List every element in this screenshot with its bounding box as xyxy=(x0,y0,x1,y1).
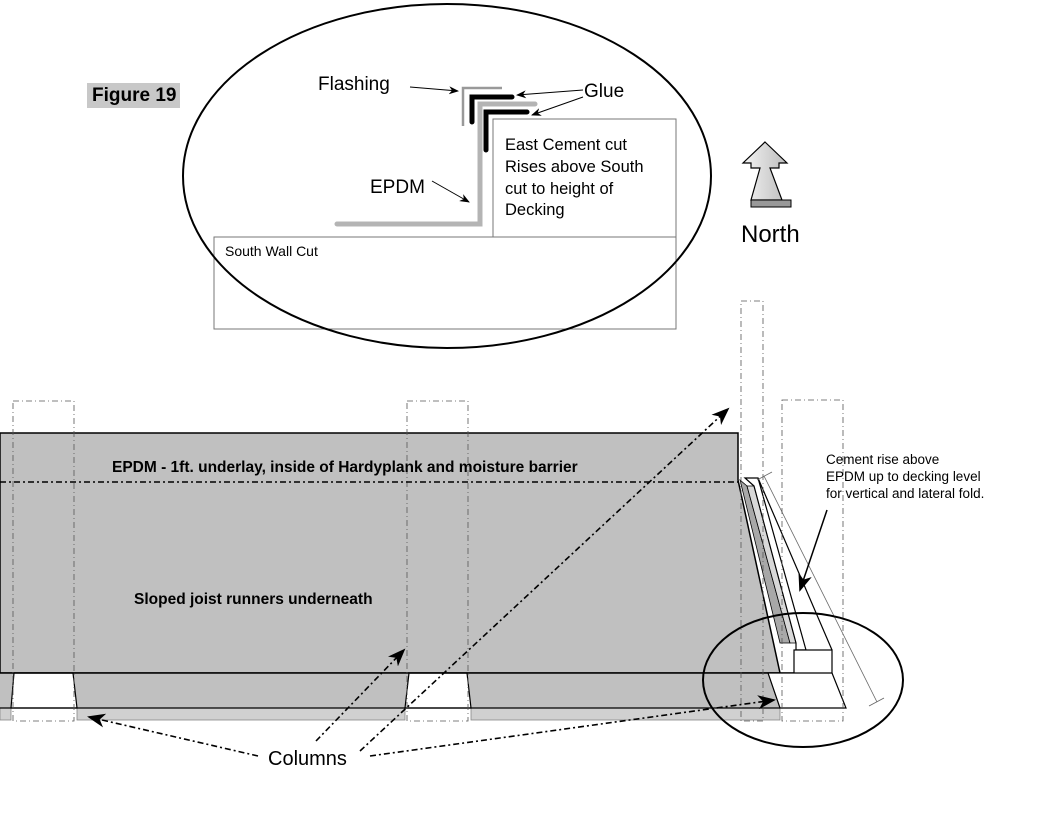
glue-pointer-lower xyxy=(531,96,584,116)
east-cut-line-2: Rises above South xyxy=(505,158,644,176)
cement-rise-pointer xyxy=(798,509,828,592)
columns-pointer-left xyxy=(87,713,259,757)
cement-rise-line-2: EPDM up to decking level xyxy=(826,469,981,484)
cement-base xyxy=(767,672,847,709)
north-arrow-base xyxy=(750,199,792,208)
north-compass: North xyxy=(741,141,800,248)
cement-rise-line-1: Cement rise above xyxy=(826,452,939,467)
north-arrow-icon xyxy=(741,141,789,201)
flashing-pointer xyxy=(409,86,459,95)
column-cutout-2 xyxy=(404,672,472,709)
lower-strip-1 xyxy=(0,707,12,721)
cement-rise-line-3: for vertical and lateral fold. xyxy=(826,486,984,501)
figure-label-text: Figure 19 xyxy=(92,85,177,106)
dimension-tick-bottom xyxy=(868,697,885,707)
lower-strip-2 xyxy=(76,707,406,721)
column-outline-2 xyxy=(406,400,469,722)
epdm-layer xyxy=(334,101,538,227)
joist-runners-label: Sloped joist runners underneath xyxy=(134,591,373,608)
joist-band xyxy=(0,673,780,708)
epdm-underlay-label: EPDM - 1ft. underlay, inside of Hardypla… xyxy=(112,459,578,476)
detail-ellipse xyxy=(182,3,712,349)
south-wall-cut-label: South Wall Cut xyxy=(225,243,318,259)
epdm-deck-sheet xyxy=(0,432,781,674)
lower-strip-3 xyxy=(470,707,781,721)
dimension-tick-top xyxy=(756,471,773,481)
column-outline-1 xyxy=(12,400,75,722)
glue-layer-upper xyxy=(469,94,515,125)
glue-label: Glue xyxy=(584,81,624,102)
glue-pointer-upper xyxy=(516,89,584,99)
columns-label: Columns xyxy=(268,748,347,770)
east-cut-line-4: Decking xyxy=(505,201,565,219)
figure-label: Figure 19 xyxy=(87,83,180,108)
glue-layer-lower xyxy=(483,109,530,153)
column-cutout-1 xyxy=(10,672,78,709)
north-label: North xyxy=(741,221,800,248)
dimension-line xyxy=(763,475,878,703)
south-wall-cut-box xyxy=(213,236,677,330)
east-cut-line-1: East Cement cut xyxy=(505,136,627,154)
east-cut-line-3: cut to height of xyxy=(505,180,614,198)
flashing-layer xyxy=(461,86,502,126)
flashing-label: Flashing xyxy=(318,74,390,95)
column-outline-4 xyxy=(781,399,844,722)
detail-inset: Flashing Glue EPDM East Cement cut Rises… xyxy=(182,3,712,349)
epdm-pointer xyxy=(431,180,470,203)
cement-outer-edge xyxy=(757,477,833,651)
epdm-label: EPDM xyxy=(370,177,425,198)
east-cement-cut-box xyxy=(492,118,677,238)
columns-pointer-right xyxy=(369,695,776,757)
cement-rise-block xyxy=(793,649,833,675)
corner-detail-ellipse xyxy=(702,612,904,748)
main-view: EPDM - 1ft. underlay, inside of Hardypla… xyxy=(0,300,984,770)
